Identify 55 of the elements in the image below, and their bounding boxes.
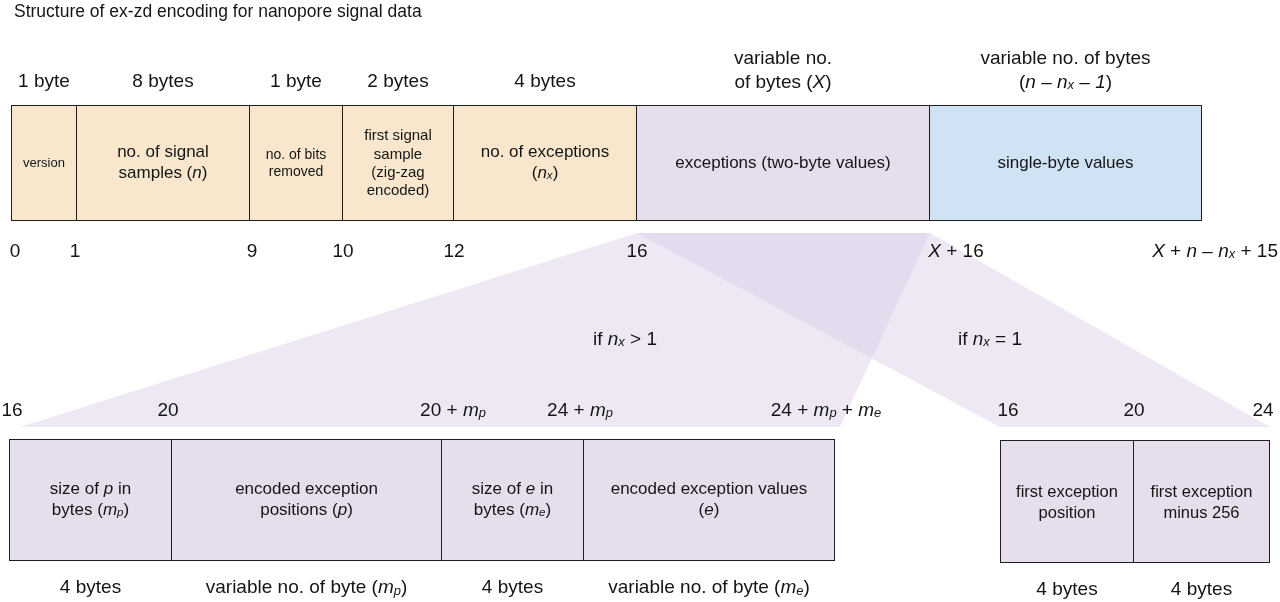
byte-field (441, 439, 584, 561)
byte-offset-label: 10 (332, 239, 354, 263)
byte-offset-label: 0 (9, 239, 21, 263)
byte-offset-label: 24 + m$_{p}$ + m$_{e}$ (770, 398, 882, 422)
byte-offset-label: X + n – n$_{x}$ + 15 (1152, 239, 1278, 263)
byte-size-label: 4 bytes (1036, 577, 1098, 601)
field-label: exceptions (two-byte values) (675, 152, 891, 174)
condition-label: if n$_{x}$ > 1 (593, 327, 657, 351)
byte-size-label: 4 bytes (59, 575, 122, 599)
byte-offset-label: 9 (246, 239, 258, 263)
byte-offset-label: 20 (1123, 398, 1145, 422)
byte-offset-label: 16 (1, 398, 23, 422)
byte-offset-label: 24 + m$_{p}$ (547, 398, 613, 422)
byte-offset-label: 1 (69, 239, 81, 263)
byte-size-label: 4 bytes (514, 69, 576, 93)
byte-field (342, 105, 454, 221)
field-label: first signal sample (zig-zag encoded) (363, 126, 433, 200)
byte-size-label: 4 bytes (1170, 577, 1233, 601)
byte-field (636, 105, 930, 221)
byte-field (929, 105, 1202, 221)
byte-field (9, 439, 172, 561)
field-label: version (23, 155, 65, 171)
field-label: first exception position (1015, 481, 1119, 522)
field-label: no. of signal samples (n) (116, 142, 210, 184)
byte-field (1000, 440, 1134, 563)
byte-offset-label: 20 (157, 398, 179, 422)
field-label: encoded exception positions (p) (234, 479, 379, 521)
byte-offset-label: 12 (443, 239, 465, 263)
condition-label: if n$_{x}$ = 1 (958, 327, 1022, 351)
diagram-title: Structure of ex-zd encoding for nanopore signal data (14, 1, 422, 22)
byte-field (583, 439, 835, 561)
byte-field (171, 439, 442, 561)
byte-field (76, 105, 250, 221)
field-label: encoded exception values (e) (609, 479, 809, 521)
byte-size-label: variable no. of byte (m$_{e}$) (608, 575, 810, 599)
byte-offset-label: 20 + m$_{p}$ (420, 398, 486, 422)
byte-size-label: variable no. of bytes (X) (732, 45, 834, 93)
byte-offset-label: X + 16 (928, 239, 984, 263)
field-label: no. of bits removed (264, 145, 328, 181)
byte-size-label: 1 byte (270, 69, 322, 93)
byte-size-label: 2 bytes (367, 69, 429, 93)
byte-size-label: 4 bytes (481, 575, 544, 599)
field-label: single-byte values (997, 152, 1134, 174)
byte-size-label: variable no. of bytes (n – n$_{x}$ – 1) (979, 45, 1152, 93)
field-label: first exception minus 256 (1149, 481, 1254, 522)
byte-offset-label: 16 (626, 239, 648, 263)
byte-offset-label: 24 (1252, 398, 1274, 422)
byte-field (11, 105, 77, 221)
byte-field (453, 105, 637, 221)
byte-size-label: variable no. of byte (m$_{p}$) (205, 575, 408, 599)
byte-size-label: 8 bytes (132, 69, 194, 93)
byte-size-label: 1 byte (18, 69, 70, 93)
byte-field (1133, 440, 1270, 563)
byte-field (249, 105, 343, 221)
byte-offset-label: 16 (997, 398, 1019, 422)
